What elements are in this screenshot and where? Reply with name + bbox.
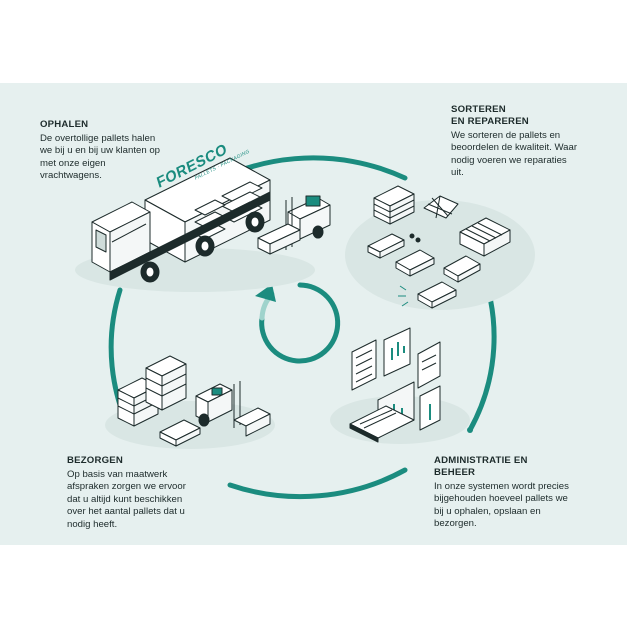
step-text: We sorteren de pallets en beoordelen de … xyxy=(451,130,578,179)
step-administratie: ADMINISTRATIE EN BEHEER In onze systemen… xyxy=(434,455,574,531)
sorting-illustration xyxy=(345,185,535,310)
admin-illustration xyxy=(330,327,470,444)
truck-illustration xyxy=(75,157,315,292)
step-sorteren: SORTEREN EN REPAREREN We sorteren de pal… xyxy=(451,104,581,180)
recycle-icon xyxy=(255,282,341,364)
step-title: OPHALEN xyxy=(40,119,89,130)
step-title: SORTEREN EN REPAREREN xyxy=(451,104,529,127)
step-text: In onze systemen wordt precies bijgehoud… xyxy=(434,481,569,530)
step-ophalen: OPHALEN De overtollige pallets halen we … xyxy=(40,119,170,183)
forklift-illustration xyxy=(257,195,331,255)
step-text: De overtollige pallets halen we bij u en… xyxy=(40,133,160,182)
step-text: Op basis van maatwerk afspraken zorgen w… xyxy=(67,469,186,530)
step-title: BEZORGEN xyxy=(67,455,123,466)
step-title: ADMINISTRATIE EN BEHEER xyxy=(434,455,528,478)
delivery-illustration xyxy=(105,355,275,449)
step-bezorgen: BEZORGEN Op basis van maatwerk afspraken… xyxy=(67,455,197,531)
